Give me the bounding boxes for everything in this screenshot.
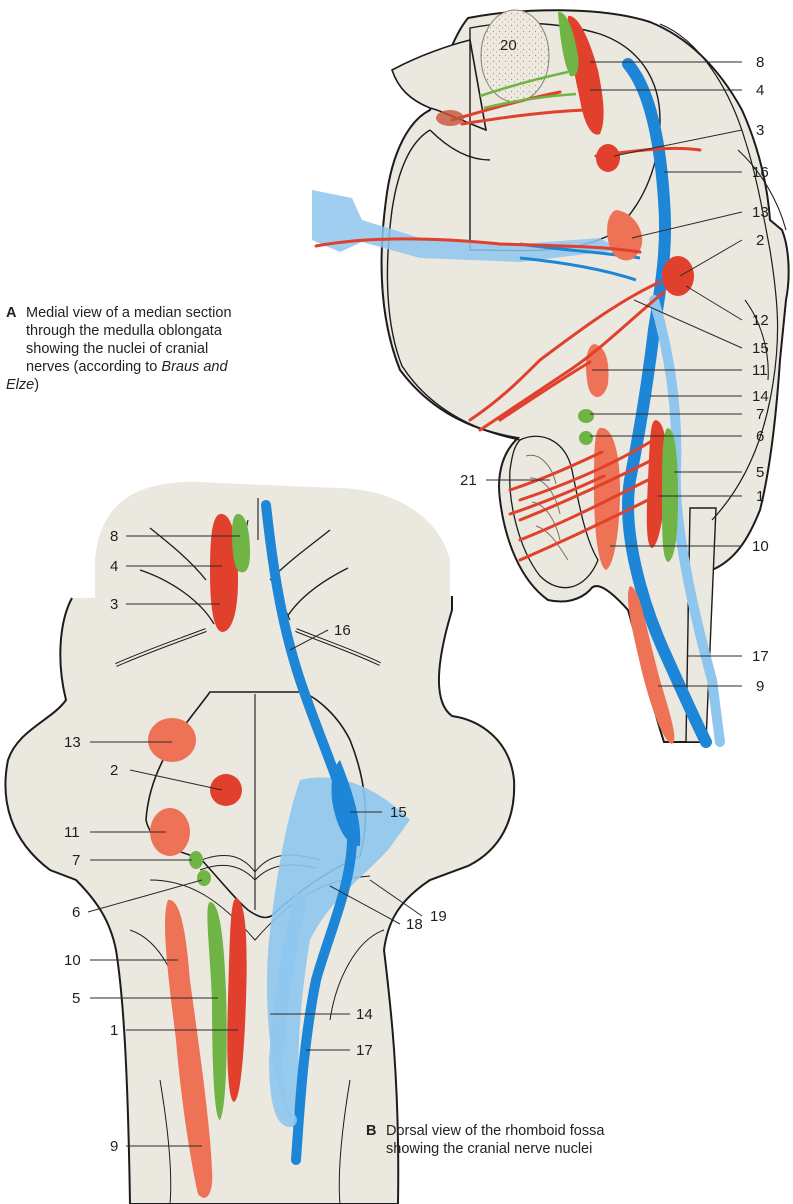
fig-a-label-2: 2 [756, 232, 764, 249]
fig-a-nucleus-2 [662, 256, 694, 296]
fig-a-label-9: 9 [756, 678, 764, 695]
fig-b-label-9: 9 [110, 1138, 118, 1155]
fig-b-nucleus-13 [148, 718, 196, 762]
fig-b-label-1: 1 [110, 1022, 118, 1039]
caption-a: A Medial view of a median section throug… [6, 304, 306, 394]
caption-a-line-5-text: ) [34, 377, 39, 393]
caption-a-line-4: nerves (according to Braus and [6, 358, 306, 376]
fig-a-label-8: 8 [756, 54, 764, 71]
fig-a-label-20: 20 [500, 37, 517, 54]
figure-b-dorsal-view: 8 4 3 16 13 2 15 11 7 6 19 18 10 5 14 1 … [5, 482, 514, 1204]
fig-b-label-19: 19 [430, 908, 447, 925]
fig-a-label-6: 6 [756, 428, 764, 445]
fig-a-label-15: 15 [752, 340, 769, 357]
fig-a-label-11: 11 [752, 362, 768, 379]
caption-b-line-2: showing the cranial nerve nuclei [366, 1140, 696, 1158]
fig-b-label-2: 2 [110, 762, 118, 779]
fig-a-label-14: 14 [752, 388, 769, 405]
fig-a-label-5: 5 [756, 464, 764, 481]
caption-a-line-4-italic: Braus and [161, 359, 227, 375]
caption-a-line-3: showing the nuclei of cranial [6, 340, 306, 358]
fig-b-label-14: 14 [356, 1006, 373, 1023]
caption-b-line-1: Dorsal view of the rhomboid fossa [366, 1122, 696, 1140]
fig-b-label-11: 11 [64, 824, 80, 841]
fig-b-label-10: 10 [64, 952, 81, 969]
fig-a-label-7: 7 [756, 406, 764, 423]
fig-a-label-17: 17 [752, 648, 769, 665]
caption-b: B Dorsal view of the rhomboid fossa show… [366, 1122, 696, 1158]
fig-b-label-6: 6 [72, 904, 80, 921]
fig-b-label-17: 17 [356, 1042, 373, 1059]
fig-a-label-4: 4 [756, 82, 764, 99]
fig-a-nucleus-7 [578, 409, 594, 423]
fig-b-label-4: 4 [110, 558, 118, 575]
caption-a-line-2: through the medulla oblongata [6, 322, 306, 340]
fig-a-root-stub [436, 110, 464, 126]
fig-b-label-18: 18 [406, 916, 423, 933]
fig-b-label-13: 13 [64, 734, 81, 751]
caption-a-line-5-italic: Elze [6, 377, 34, 393]
caption-a-line-5: Elze) [6, 376, 306, 394]
fig-a-label-16: 16 [752, 164, 769, 181]
fig-b-label-16: 16 [334, 622, 351, 639]
fig-b-label-5: 5 [72, 990, 80, 1007]
fig-a-label-21: 21 [460, 472, 477, 489]
caption-b-key: B [366, 1122, 376, 1140]
caption-a-key: A [6, 304, 16, 322]
fig-b-nucleus-2 [210, 774, 242, 806]
fig-b-label-15: 15 [390, 804, 407, 821]
fig-a-label-3: 3 [756, 122, 764, 139]
fig-a-label-10: 10 [752, 538, 769, 555]
fig-a-structure-20 [481, 10, 549, 102]
fig-b-label-8: 8 [110, 528, 118, 545]
fig-a-label-1: 1 [756, 488, 764, 505]
caption-a-line-4-text: nerves (according to [26, 359, 161, 375]
fig-b-label-7: 7 [72, 852, 80, 869]
caption-a-line-1: Medial view of a median section [6, 304, 306, 322]
fig-a-label-12: 12 [752, 312, 769, 329]
fig-b-label-3: 3 [110, 596, 118, 613]
fig-a-nucleus-5 [662, 428, 678, 562]
fig-b-nucleus-6 [197, 870, 211, 886]
fig-a-label-13: 13 [752, 204, 769, 221]
fig-a-nucleus-3 [596, 144, 620, 172]
fig-a-nucleus-6 [579, 431, 593, 445]
